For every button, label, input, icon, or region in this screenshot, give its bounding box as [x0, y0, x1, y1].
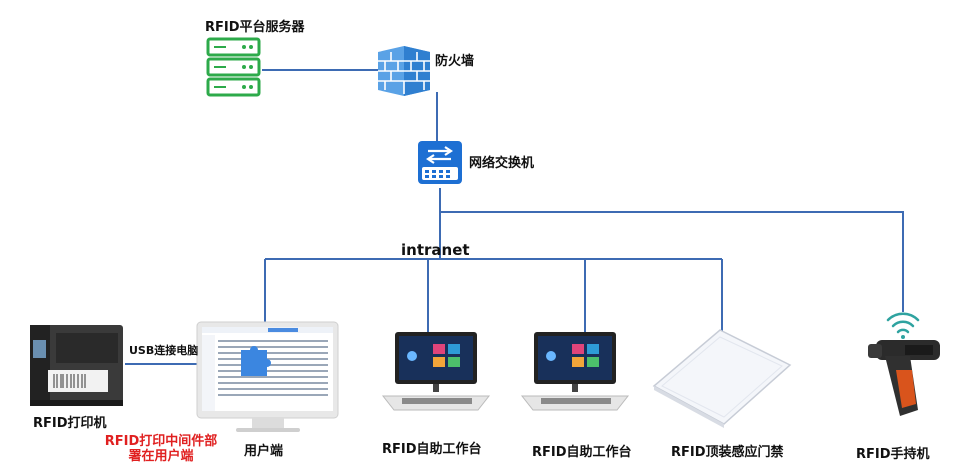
printer-label: RFID打印机 — [33, 416, 107, 431]
wifi-signal-icon — [886, 312, 920, 339]
server-icon — [206, 37, 261, 97]
workstation-2-label: RFID自助工作台 — [532, 445, 632, 460]
gate-antenna-icon — [652, 329, 792, 428]
client-monitor-icon — [196, 321, 339, 432]
printer-icon — [30, 325, 123, 406]
client-label: 用户端 — [244, 444, 284, 459]
workstation-1-icon — [381, 332, 491, 411]
firewall-label: 防火墙 — [435, 54, 475, 69]
middleware-note-line2: 署在用户端 — [128, 449, 194, 464]
gate-label: RFID顶装感应门禁 — [671, 445, 784, 460]
handheld-label: RFID手持机 — [856, 447, 930, 462]
firewall-icon — [378, 46, 430, 96]
network-label: intranet — [401, 241, 470, 259]
workstation-2-icon — [520, 332, 630, 411]
workstation-1-label: RFID自助工作台 — [382, 442, 482, 457]
middleware-note-line1: RFID打印中间件部 — [104, 434, 218, 449]
switch-label: 网络交换机 — [469, 156, 535, 171]
handheld-icon — [868, 340, 940, 416]
server-label: RFID平台服务器 — [205, 20, 305, 35]
connection-lines — [125, 69, 904, 365]
usb-link-label: USB连接电脑 — [129, 344, 199, 357]
handheld-link — [440, 211, 904, 312]
switch-icon — [418, 141, 462, 184]
